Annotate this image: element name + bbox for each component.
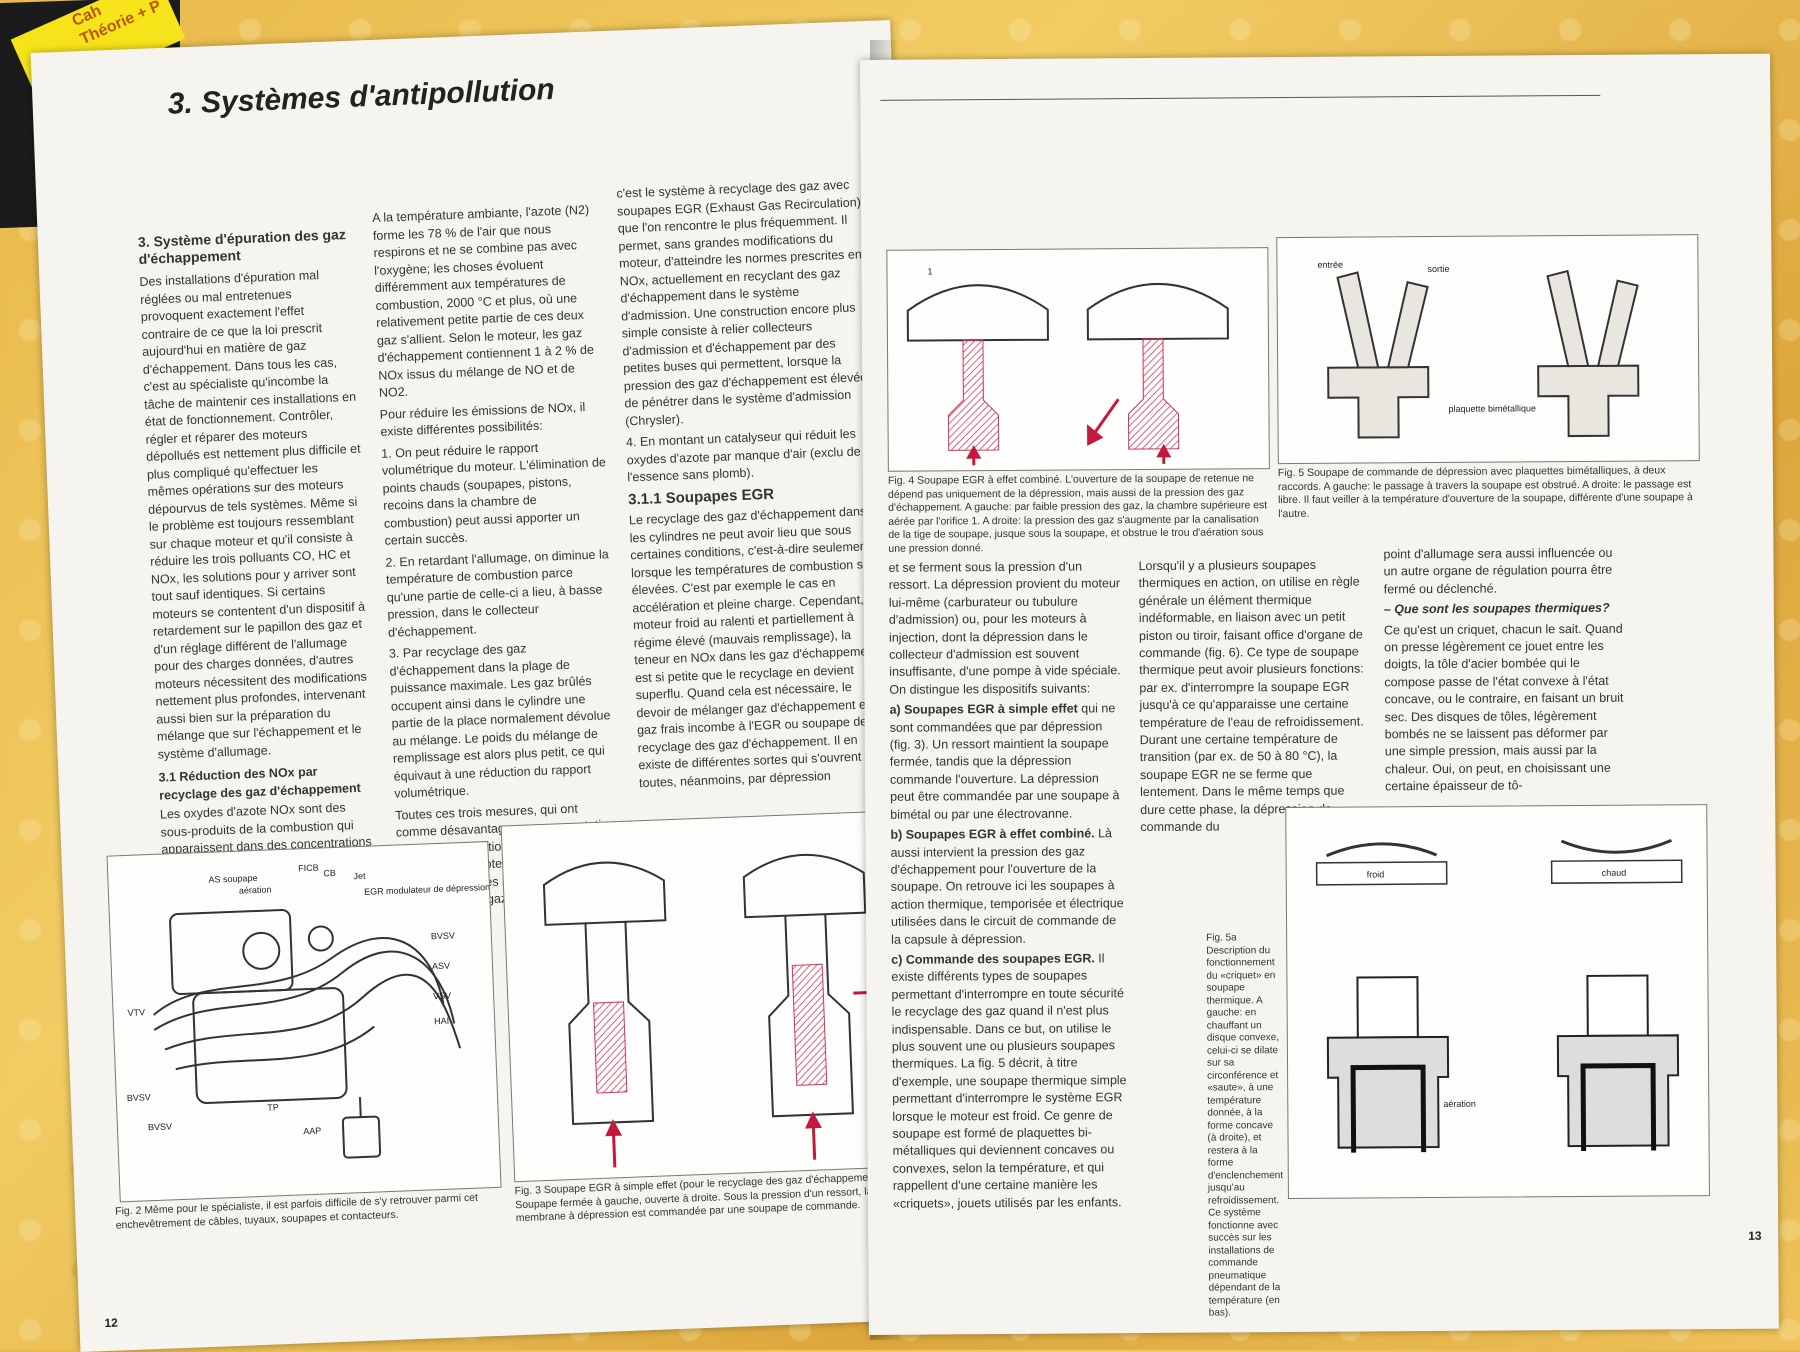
paragraph: c'est le système à recyclage des gaz ave… xyxy=(616,176,875,430)
figure-5-caption: Fig. 5 Soupape de commande de dépression… xyxy=(1278,464,1698,521)
fig2-label: HAI xyxy=(434,1016,449,1027)
right-col-3: point d'allumage sera aussi influencée o… xyxy=(1383,545,1625,799)
fig2-label: aération xyxy=(239,884,272,895)
fig2-label: EGR modulateur de dépression xyxy=(364,882,490,897)
paragraph: point d'allumage sera aussi influencée o… xyxy=(1383,545,1623,599)
fig2-label: BVSV xyxy=(148,1121,172,1132)
fig5a-label: froid xyxy=(1367,869,1385,879)
fig2-label: VSV xyxy=(433,991,451,1002)
fig2-label: TP xyxy=(267,1102,279,1112)
engine-diagram: AS soupape aération FICB CB Jet EGR modu… xyxy=(108,842,501,1201)
fig5-label: sortie xyxy=(1427,264,1449,274)
fig2-label: BVSV xyxy=(431,930,455,941)
figure-2-engine: AS soupape aération FICB CB Jet EGR modu… xyxy=(107,841,502,1202)
item-text: Là aussi intervient la pression des gaz … xyxy=(890,826,1123,946)
paragraph: Lorsqu'il y a plusieurs soupapes thermiq… xyxy=(1138,556,1370,836)
section-heading: 3. Système d'épuration des gaz d'échappe… xyxy=(138,226,354,268)
fig2-label: AAP xyxy=(303,1126,321,1137)
paragraph: Pour réduire les émissions de NOx, il ex… xyxy=(379,398,605,442)
right-page: 1 Fig. 4 Soupape EGR à effet combiné. L'… xyxy=(860,54,1779,1335)
paragraph: 3. Par recyclage des gaz d'échappement d… xyxy=(389,637,620,803)
paragraph: a) Soupapes EGR à simple effet qui ne so… xyxy=(889,700,1125,823)
fig2-label: CB xyxy=(323,868,336,878)
item-text: Il existe différents types de soupapes p… xyxy=(891,951,1126,1210)
page-number-left: 12 xyxy=(104,1316,118,1331)
fig2-label: BVSV xyxy=(127,1092,151,1103)
question-heading: – Que sont les soupapes thermiques? xyxy=(1384,600,1624,619)
paragraph: 2. En retardant l'allumage, on diminue l… xyxy=(385,546,613,642)
fig4-label: 1 xyxy=(927,266,932,276)
fig2-label: Jet xyxy=(353,871,366,881)
subsection-heading: 3.1 Réduction des NOx par recyclage des … xyxy=(158,761,374,804)
page-number-right: 13 xyxy=(1748,1229,1761,1243)
paragraph: et se ferment sous la pression d'un ress… xyxy=(888,558,1124,699)
fig5a-label: chaud xyxy=(1602,868,1627,878)
paragraph: Ce qu'est un criquet, chacun le sait. Qu… xyxy=(1384,620,1625,796)
page-title: 3. Systèmes d'antipollution xyxy=(167,73,555,122)
figure-3-egr-valve xyxy=(501,810,916,1182)
combined-egr-diagram: 1 xyxy=(887,248,1269,471)
figure-4-combined-egr: 1 xyxy=(886,247,1270,472)
header-rule xyxy=(880,95,1600,101)
right-col-1: et se ferment sous la pression d'un ress… xyxy=(888,558,1128,1216)
fig5a-label: aération xyxy=(1443,1099,1476,1109)
fig2-label: AS soupape xyxy=(208,873,257,885)
paragraph: Des installations d'épuration mal réglée… xyxy=(139,266,373,764)
figure-4-caption: Fig. 4 Soupape EGR à effet combiné. L'ou… xyxy=(888,472,1269,556)
paragraph: A la température ambiante, l'azote (N2) … xyxy=(372,201,604,402)
figure-5a-cricket-valve: froid chaud aération xyxy=(1285,804,1710,1199)
figure-5a-caption: Fig. 5a Description du fonctionnement du… xyxy=(1206,932,1284,1320)
left-page: 3. Systèmes d'antipollution 3. Système d… xyxy=(31,20,940,1352)
item-heading: b) Soupapes EGR à effet combiné. xyxy=(890,826,1094,841)
paragraph: 1. On peut réduire le rapport volumétriq… xyxy=(381,437,610,551)
fig5-label: entrée xyxy=(1317,260,1343,270)
left-col-1: 3. Système d'épuration des gaz d'échappe… xyxy=(138,226,379,916)
bimetal-valve-diagram: entrée sortie plaquette bimétallique xyxy=(1277,235,1699,463)
fig5-label: plaquette bimétallique xyxy=(1448,403,1536,414)
egr-valve-diagram xyxy=(502,811,915,1181)
fig2-label: VTV xyxy=(127,1007,145,1018)
paragraph: 4. En montant un catalyseur qui réduit l… xyxy=(626,425,878,487)
figure-5-bimetal-valve: entrée sortie plaquette bimétallique xyxy=(1276,234,1700,464)
item-text: qui ne sont commandées que par dépressio… xyxy=(890,701,1120,821)
item-heading: a) Soupapes EGR à simple effet xyxy=(889,702,1077,717)
left-col-3: c'est le système à recyclage des gaz ave… xyxy=(616,176,889,796)
paragraph: b) Soupapes EGR à effet combiné. Là auss… xyxy=(890,825,1126,948)
fig2-label: FICB xyxy=(298,863,319,874)
paragraph: Le recyclage des gaz d'échappement dans … xyxy=(629,503,890,792)
item-heading: c) Commande des soupapes EGR. xyxy=(891,951,1095,966)
fig2-label: ASV xyxy=(432,961,450,972)
paragraph: c) Commande des soupapes EGR. Il existe … xyxy=(891,950,1128,1213)
cricket-valve-diagram: froid chaud aération xyxy=(1286,805,1709,1198)
right-col-2: Lorsqu'il y a plusieurs soupapes thermiq… xyxy=(1138,556,1370,839)
